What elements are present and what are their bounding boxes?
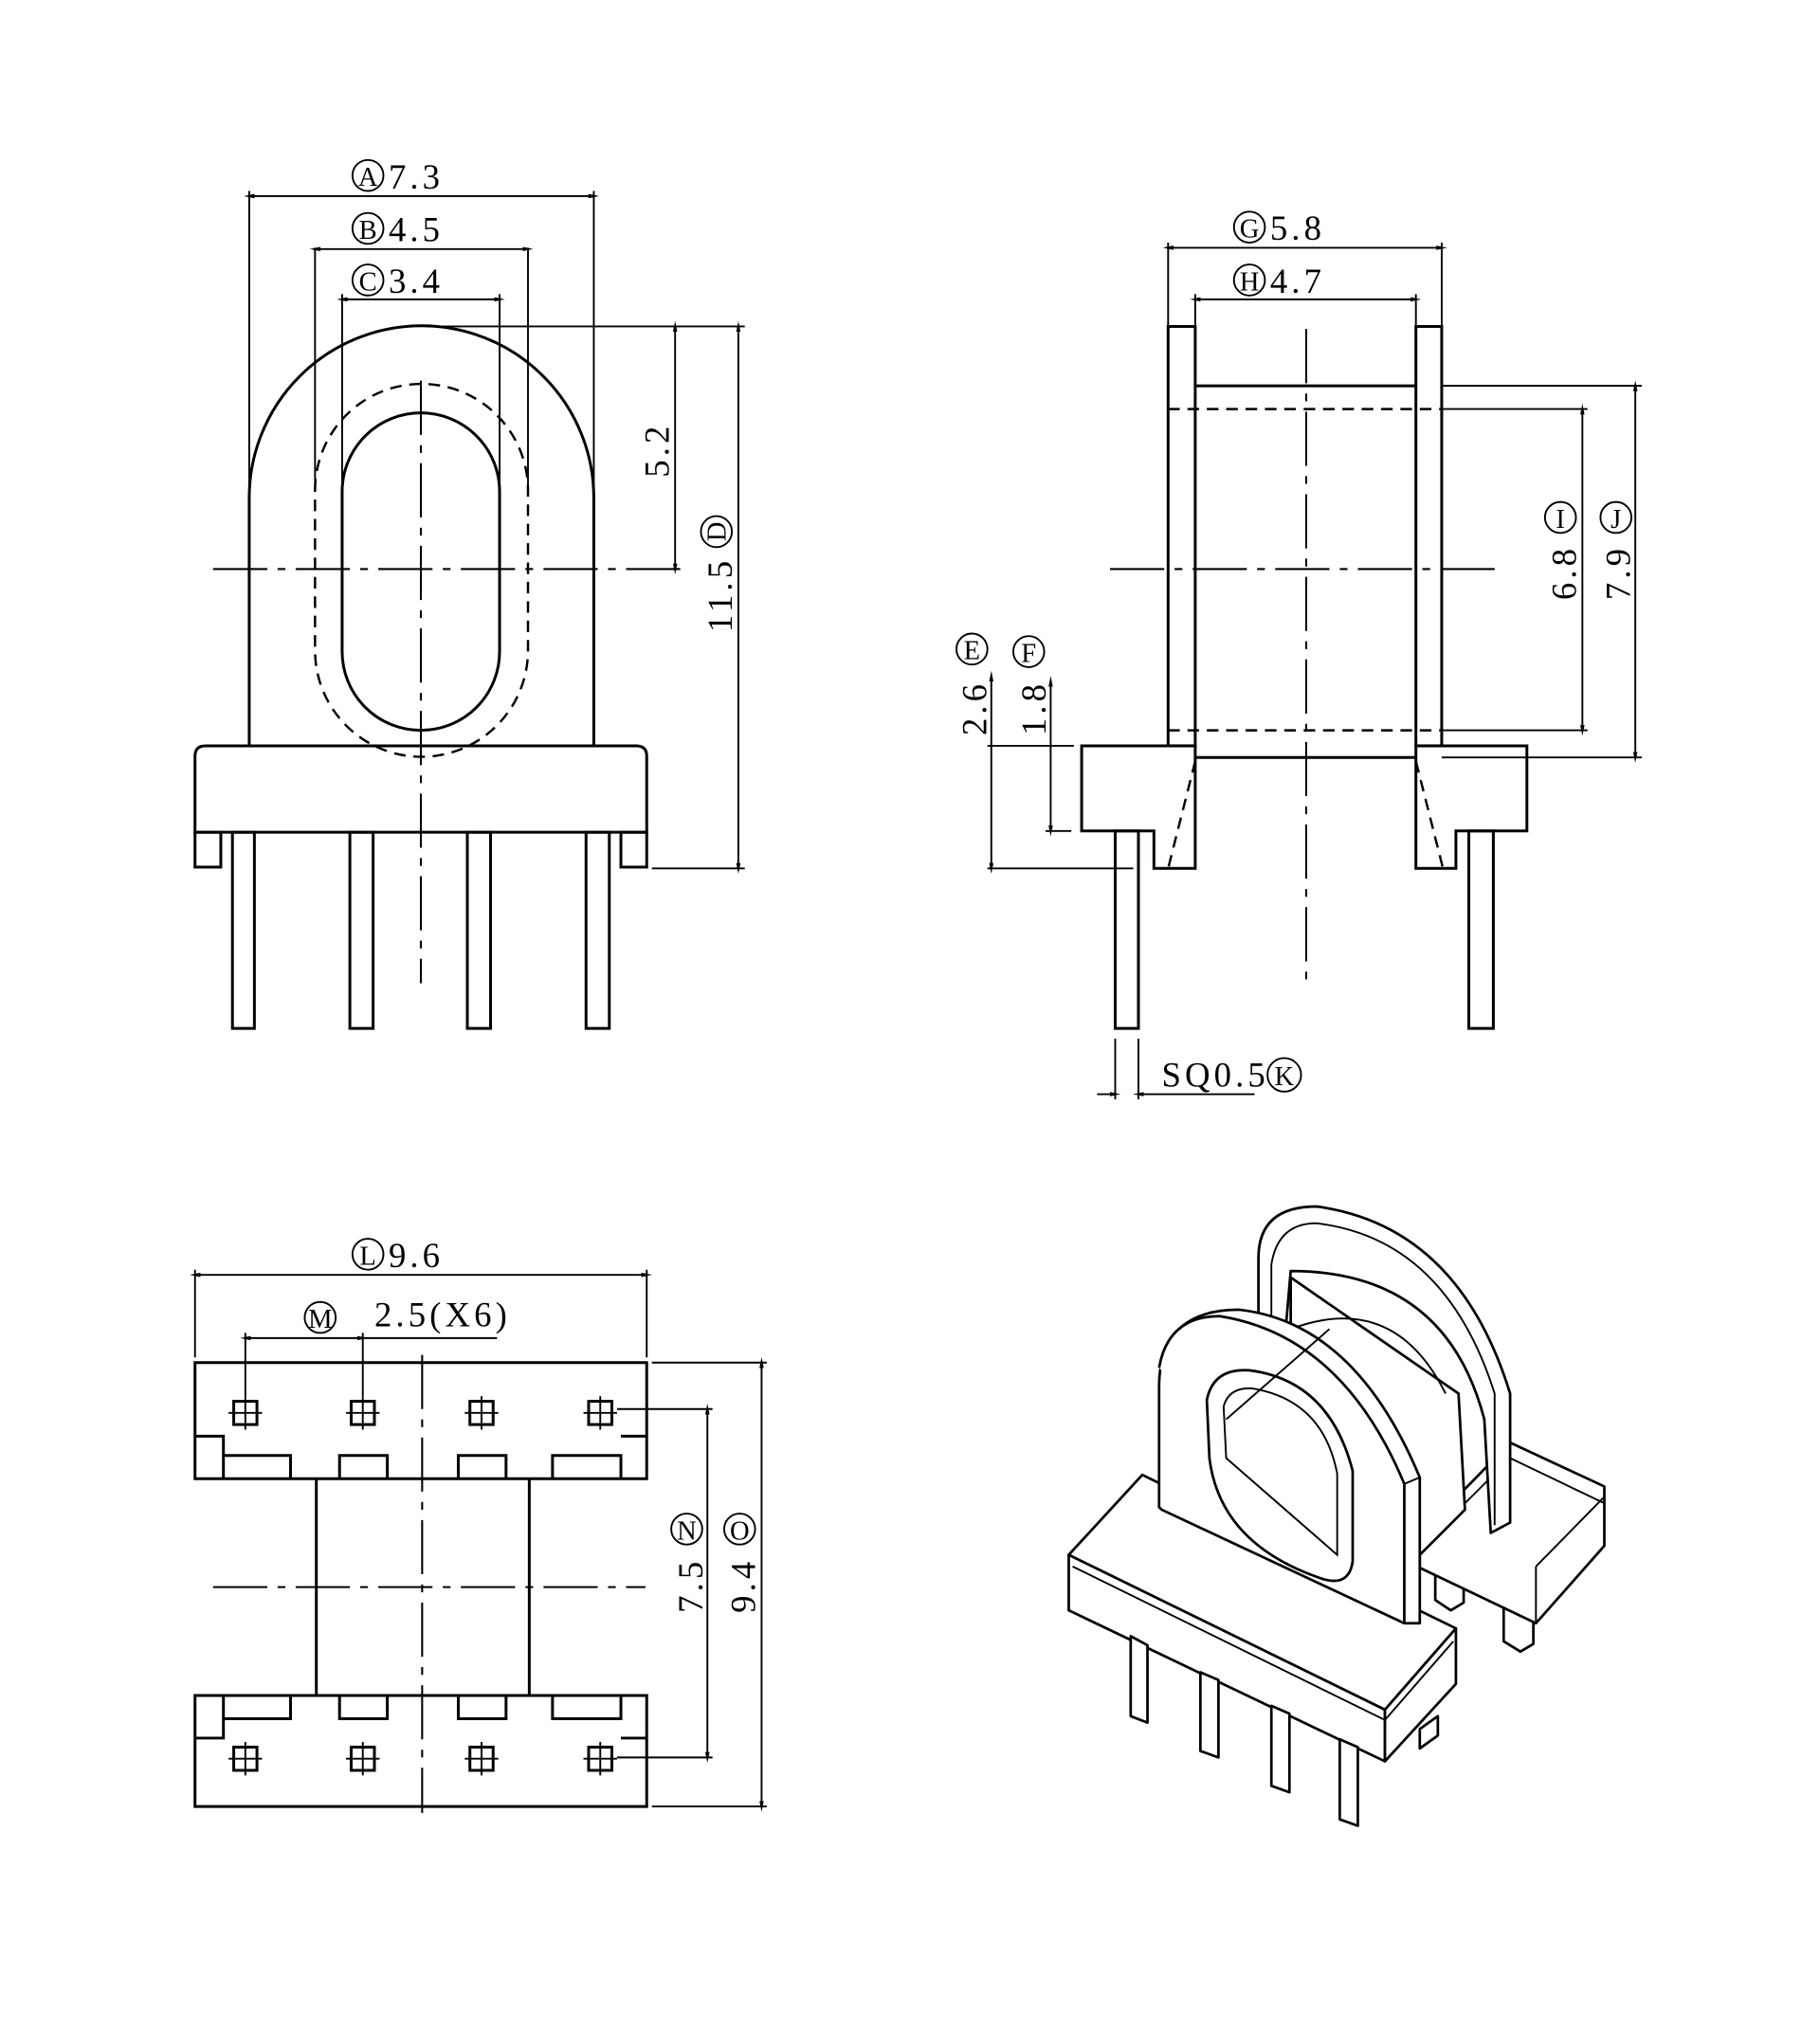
- pin-holes: [228, 1396, 617, 1776]
- dim-label-a: A 7.3: [351, 157, 444, 196]
- svg-text:6.8: 6.8: [1545, 545, 1584, 600]
- dim-label-g: G 5.8: [1232, 209, 1325, 247]
- svg-text:H: H: [1240, 267, 1260, 297]
- svg-text:9.6: 9.6: [389, 1236, 444, 1275]
- svg-text:L: L: [359, 1242, 375, 1271]
- bottom-view: L 9.6 M 2.5(X6) N 7.5 O 9.4: [190, 1236, 767, 1813]
- dim-label-h: H 4.7: [1232, 262, 1325, 300]
- svg-text:B: B: [359, 216, 377, 245]
- dim-label-5-2: 5.2: [637, 423, 676, 478]
- svg-text:7.3: 7.3: [389, 157, 444, 196]
- svg-text:E: E: [964, 637, 980, 666]
- svg-text:D: D: [702, 522, 732, 542]
- svg-text:1.8: 1.8: [1014, 680, 1053, 735]
- svg-text:J: J: [1611, 505, 1621, 535]
- svg-text:9.4: 9.4: [724, 1558, 763, 1613]
- isometric-view: [1067, 1205, 1606, 1827]
- svg-text:A: A: [358, 163, 378, 192]
- svg-text:2.5(X6): 2.5(X6): [374, 1296, 511, 1334]
- svg-text:7.5: 7.5: [671, 1558, 710, 1613]
- svg-text:K: K: [1275, 1062, 1295, 1092]
- svg-text:I: I: [1556, 505, 1565, 535]
- svg-text:C: C: [359, 267, 377, 297]
- svg-text:M: M: [308, 1305, 332, 1334]
- dim-label-f: F 1.8: [1011, 635, 1053, 735]
- svg-text:F: F: [1021, 639, 1036, 668]
- svg-text:O: O: [730, 1516, 750, 1546]
- dim-label-n: N 7.5: [670, 1513, 710, 1613]
- dim-label-j: J 7.9: [1599, 500, 1638, 600]
- svg-text:SQ0.5: SQ0.5: [1161, 1055, 1268, 1094]
- dim-label-o: O 9.4: [722, 1513, 763, 1613]
- dim-label-m: M 2.5(X6): [303, 1296, 511, 1334]
- dim-label-l: L 9.6: [351, 1236, 444, 1275]
- svg-text:11.5: 11.5: [701, 557, 739, 632]
- dim-label-b: B 4.5: [351, 210, 444, 249]
- svg-text:5.8: 5.8: [1270, 209, 1325, 247]
- svg-text:7.9: 7.9: [1599, 545, 1638, 600]
- svg-text:4.7: 4.7: [1270, 262, 1325, 300]
- svg-text:N: N: [677, 1516, 697, 1546]
- svg-text:3.4: 3.4: [389, 262, 444, 300]
- dim-label-e: E 2.6: [955, 632, 993, 735]
- dim-label-k: SQ0.5 K: [1161, 1055, 1302, 1094]
- side-view: G 5.8 H 4.7 I 6.8 J 7.9 E 2.6 F 1.8: [955, 209, 1642, 1099]
- svg-text:4.5: 4.5: [389, 210, 444, 249]
- dim-label-i: I 6.8: [1543, 500, 1584, 600]
- dim-label-c: C 3.4: [351, 262, 444, 300]
- front-view: A 7.3 B 4.5 C 3.4 5.2 D 11.5: [193, 157, 745, 1030]
- svg-text:G: G: [1240, 215, 1260, 245]
- dim-label-d: D 11.5: [700, 515, 739, 632]
- svg-text:2.6: 2.6: [955, 680, 993, 735]
